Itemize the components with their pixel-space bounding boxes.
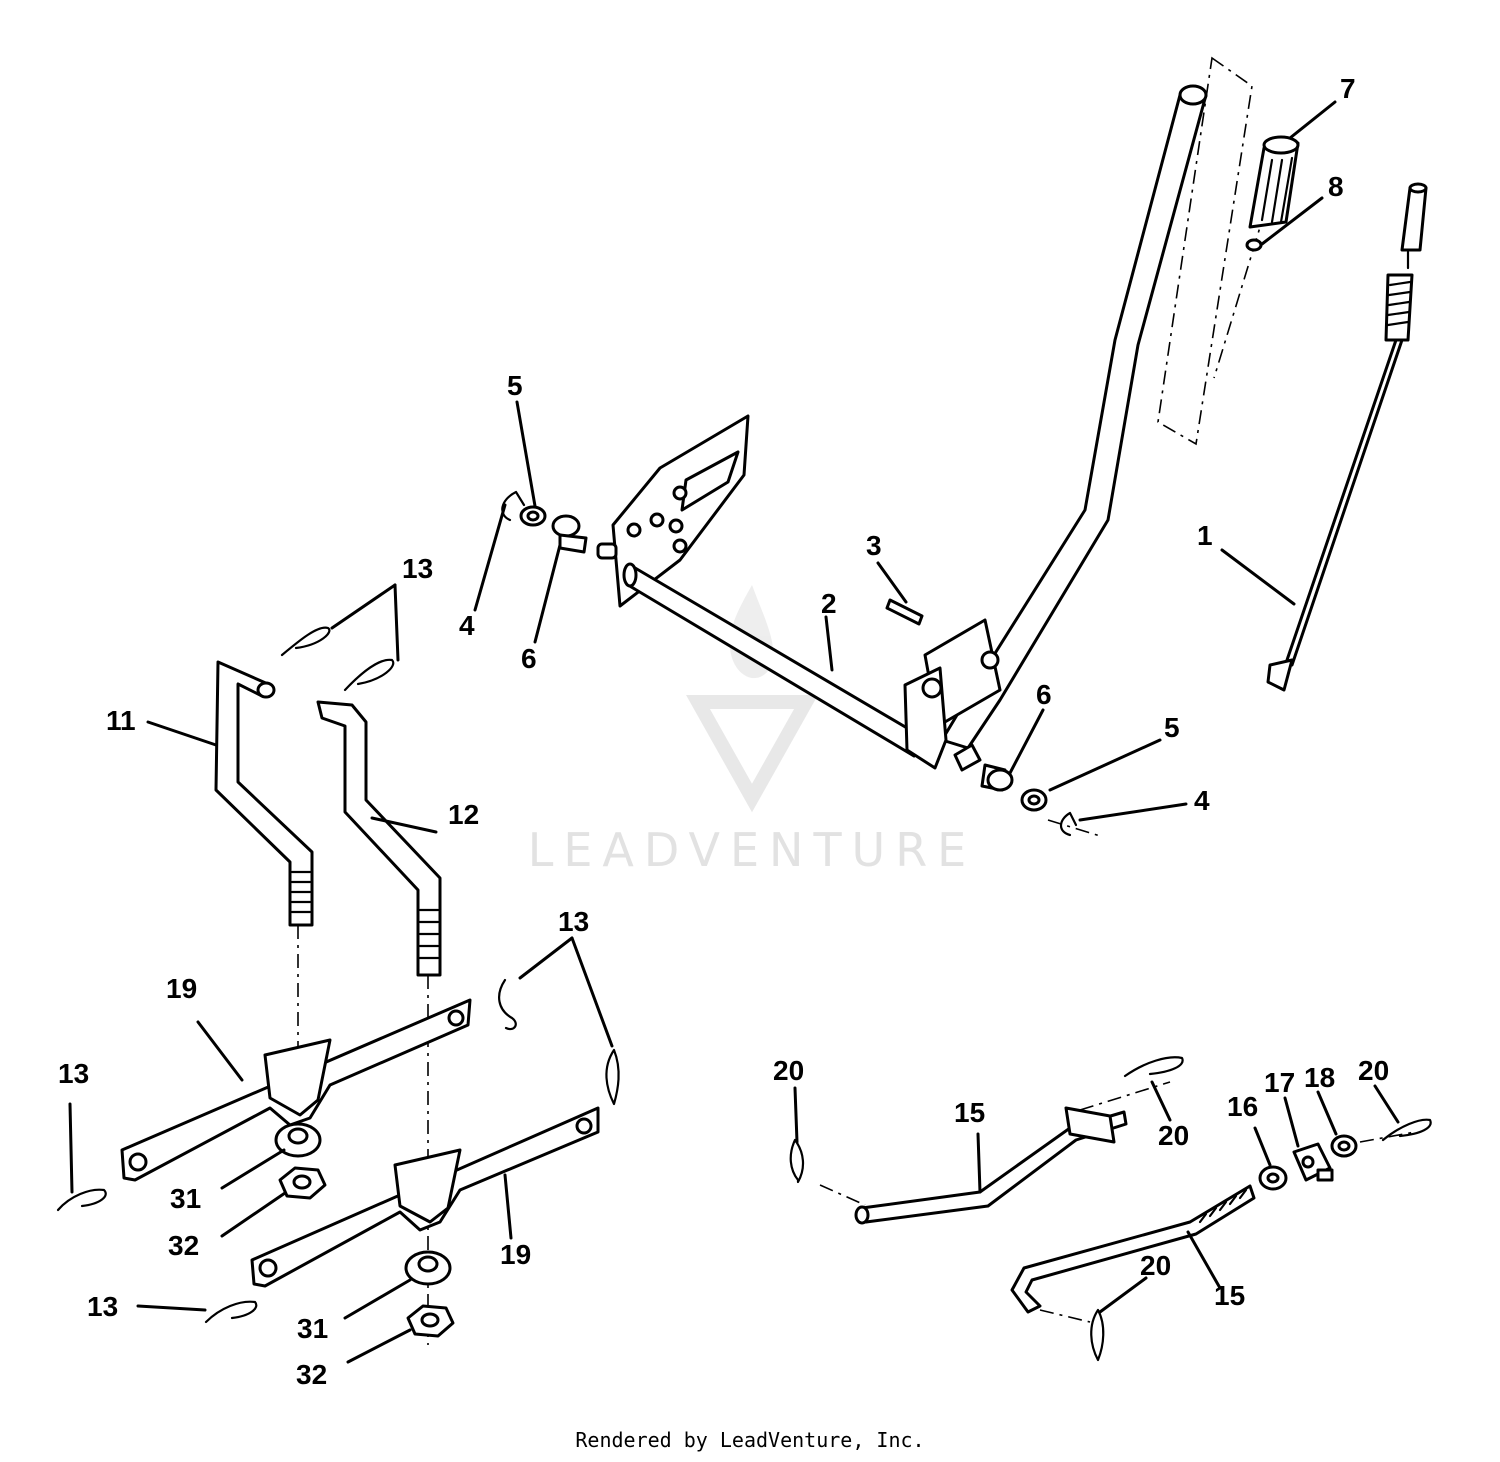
callout-4: 4 (1194, 785, 1210, 816)
callout-13: 13 (402, 553, 433, 584)
hex-nut-upper (278, 1166, 327, 1200)
lift-lever (903, 84, 1208, 772)
washer-small (1330, 1134, 1358, 1158)
lift-arm-lower (250, 1106, 600, 1288)
callout-8: 8 (1328, 171, 1344, 202)
e-clip-right (1059, 811, 1078, 837)
callout-5: 5 (507, 370, 523, 401)
e-clip-left (501, 490, 526, 522)
hairpin-clip (343, 658, 395, 692)
lift-arm-upper (120, 998, 472, 1182)
callout-20: 20 (773, 1055, 804, 1086)
callout-7: 7 (1340, 73, 1356, 104)
bushing-left (551, 514, 588, 554)
callout-20: 20 (1158, 1120, 1189, 1151)
jam-nut (1258, 1165, 1288, 1191)
handle-grip (1248, 135, 1300, 229)
pivot-shaft (622, 562, 926, 758)
callout-32: 32 (296, 1359, 327, 1390)
callout-6: 6 (1036, 679, 1052, 710)
callout-12: 12 (448, 799, 479, 830)
grip-insert (1245, 238, 1263, 252)
watermark-text: LEADVENTURE (528, 823, 977, 877)
adjuster-block (1292, 1142, 1334, 1182)
key-pin (885, 598, 924, 626)
hairpin-clip (498, 978, 517, 1031)
lift-link-left (214, 660, 314, 927)
lift-link-right (316, 700, 442, 977)
flange-nut-upper (274, 1122, 322, 1158)
callout-20: 20 (1358, 1055, 1389, 1086)
callout-19: 19 (500, 1239, 531, 1270)
hairpin-clip (204, 1300, 258, 1324)
callout-2: 2 (821, 588, 837, 619)
hairpin-clip (56, 1188, 107, 1212)
callout-13: 13 (58, 1058, 89, 1089)
leader-lines (68, 100, 1400, 1364)
control-cable (1266, 182, 1428, 692)
callout-32: 32 (168, 1230, 199, 1261)
callout-19: 19 (166, 973, 197, 1004)
callout-6: 6 (521, 643, 537, 674)
hairpin-clip (605, 1048, 620, 1106)
pivot-bracket-plate (596, 414, 750, 608)
adjustment-rod-lower (1010, 1184, 1256, 1314)
washer-left (519, 505, 547, 527)
cotter-pin (1090, 1308, 1105, 1362)
callout-11: 11 (106, 705, 136, 736)
hex-nut-lower (406, 1304, 455, 1338)
callout-17: 17 (1264, 1067, 1295, 1098)
bushing-right (980, 763, 1014, 792)
callout-15: 15 (954, 1097, 985, 1128)
callout-5: 5 (1164, 712, 1180, 743)
callout-31: 31 (297, 1313, 328, 1344)
cotter-pin (1123, 1056, 1184, 1078)
callouts: 1 2 3 4 4 5 5 6 6 7 8 11 12 13 13 13 13 … (58, 73, 1389, 1390)
callout-13: 13 (558, 906, 589, 937)
hairpin-clip (280, 626, 331, 657)
callout-20: 20 (1140, 1250, 1171, 1281)
render-credit: Rendered by LeadVenture, Inc. (575, 1428, 925, 1452)
washer-right (1020, 788, 1048, 812)
callout-15: 15 (1214, 1280, 1245, 1311)
callout-31: 31 (170, 1183, 201, 1214)
cotter-pin (789, 1138, 805, 1184)
adjustment-rod-upper (854, 1106, 1128, 1225)
cotter-pin (1381, 1118, 1432, 1142)
callout-16: 16 (1227, 1091, 1258, 1122)
callout-3: 3 (866, 530, 882, 561)
callout-4: 4 (459, 610, 475, 641)
callout-18: 18 (1304, 1062, 1335, 1093)
callout-13: 13 (87, 1291, 118, 1322)
callout-1: 1 (1197, 520, 1213, 551)
flange-nut-lower (404, 1250, 452, 1286)
